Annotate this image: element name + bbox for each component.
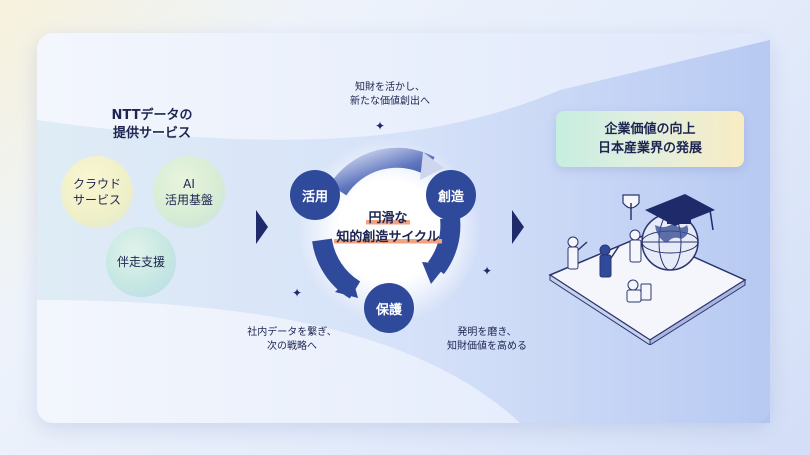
note-bottom-left: 社内データを繋ぎ、 次の戦略へ xyxy=(247,327,337,352)
cycle-center-label: 円滑な 知的創造サイクル xyxy=(328,209,448,247)
service-support: 伴走支援 xyxy=(106,227,176,297)
cycle-center-line1: 円滑な xyxy=(366,211,410,226)
value-box: 企業価値の向上 日本産業界の発展 xyxy=(556,111,744,167)
value-line1: 企業価値の向上 xyxy=(604,122,696,137)
service-cloud: クラウド サービス xyxy=(61,156,133,228)
note-top: 知財を活かし、 新たな価値創出へ xyxy=(350,82,430,107)
cycle-node-create: 創造 xyxy=(426,170,476,220)
note-bottom-right: 発明を磨き、 知財価値を高める xyxy=(447,327,527,352)
cycle-center-line2: 知的創造サイクル xyxy=(334,230,442,245)
services-title: NTTデータの 提供サービス xyxy=(111,108,193,141)
cycle-node-utilize: 活用 xyxy=(290,170,340,220)
globe-graduation-illustration xyxy=(548,194,747,345)
sparkle-icon: ✦ xyxy=(292,286,303,300)
sparkle-icon: ✦ xyxy=(482,264,493,278)
cycle-node-protect: 保護 xyxy=(364,283,414,333)
arrow-right-icon xyxy=(256,210,268,244)
sparkle-icon: ✦ xyxy=(375,119,386,133)
arrow-right-icon xyxy=(512,210,524,244)
value-line2: 日本産業界の発展 xyxy=(597,141,702,156)
service-ai-platform: AI 活用基盤 xyxy=(153,156,225,228)
